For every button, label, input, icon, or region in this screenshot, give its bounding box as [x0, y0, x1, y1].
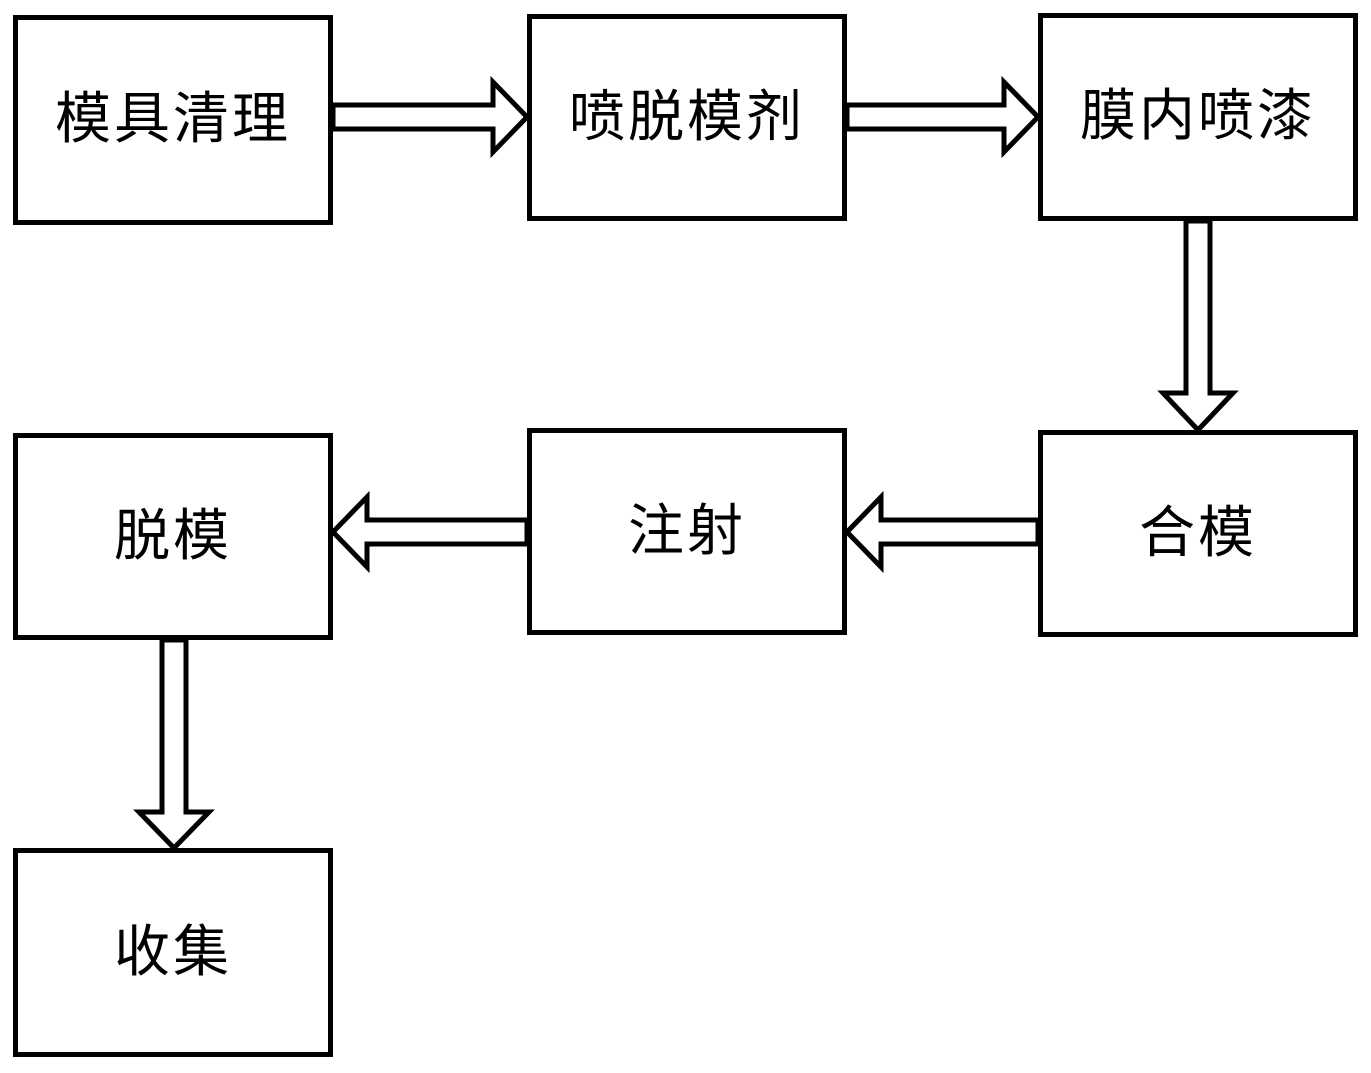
- box-label-injection: 注射: [628, 500, 746, 563]
- box-label-spray-release: 喷脱模剂: [569, 86, 805, 149]
- box-label-collection: 收集: [114, 921, 232, 984]
- box-label-demolding: 脱模: [114, 505, 232, 568]
- box-label-mold-cleaning: 模具清理: [55, 89, 291, 151]
- arrow-left-injection-to-demolding: [329, 490, 530, 574]
- flowchart-box-mold-cleaning: 模具清理: [13, 15, 333, 225]
- arrow-down-in-mold-painting-to-mold-closing: [1157, 218, 1239, 434]
- flowchart-box-collection: 收集: [13, 848, 333, 1057]
- flowchart-box-spray-release: 喷脱模剂: [527, 14, 847, 221]
- arrow-right-spray-release-to-in-mold-painting: [844, 75, 1042, 159]
- arrow-down-demolding-to-collection: [133, 637, 215, 852]
- box-label-mold-closing: 合模: [1139, 502, 1257, 565]
- flowchart-box-in-mold-painting: 膜内喷漆: [1038, 13, 1358, 221]
- flowchart-box-injection: 注射: [527, 428, 847, 635]
- flowchart-box-demolding: 脱模: [13, 433, 333, 640]
- arrow-right-mold-cleaning-to-spray-release: [330, 75, 531, 159]
- box-label-in-mold-painting: 膜内喷漆: [1080, 86, 1316, 148]
- arrow-left-mold-closing-to-injection: [843, 490, 1041, 574]
- flowchart-box-mold-closing: 合模: [1038, 430, 1358, 637]
